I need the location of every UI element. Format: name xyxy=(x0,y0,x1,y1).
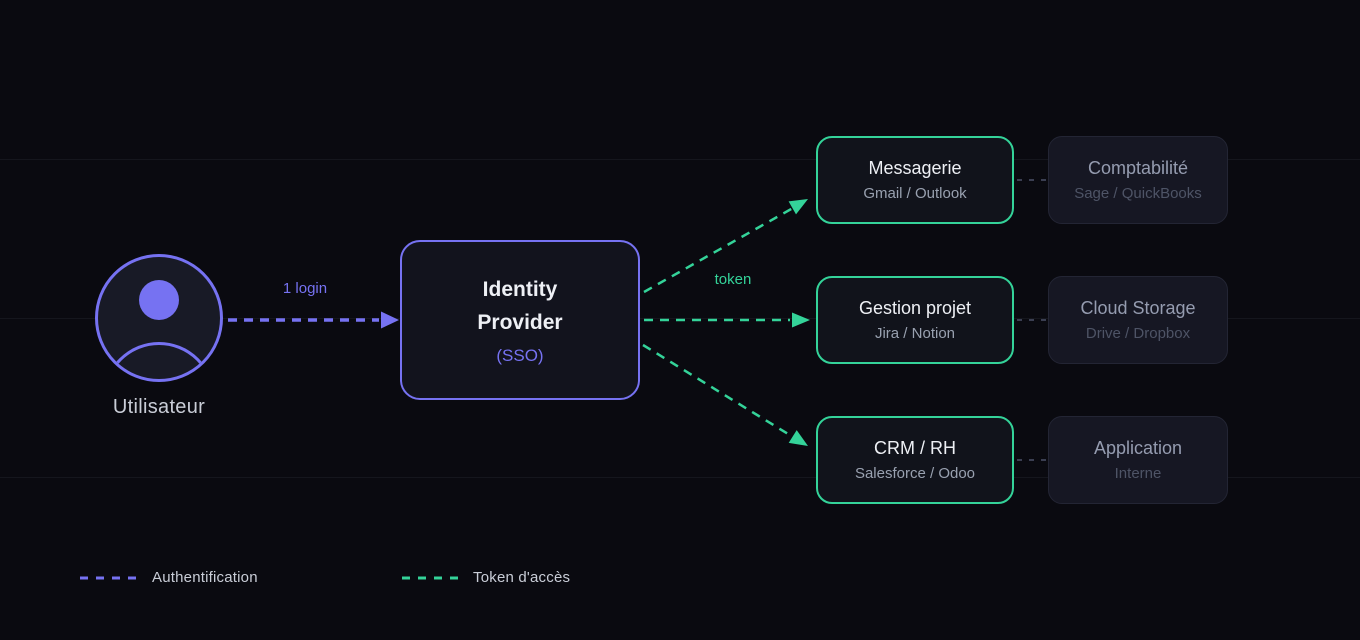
auth-arrowhead-icon xyxy=(381,311,399,329)
auth-arrow-label: 1 login xyxy=(282,280,328,297)
token-arrow-line-bottom xyxy=(642,343,794,439)
user-avatar xyxy=(95,254,223,382)
service-node-gestion-projet: Gestion projet Jira / Notion xyxy=(816,276,1014,364)
service-title: CRM / RH xyxy=(874,438,956,458)
secondary-node-cloud-storage: Cloud Storage Drive / Dropbox xyxy=(1048,276,1228,364)
identity-provider-node: Identity Provider (SSO) xyxy=(400,240,640,400)
service-node-messagerie: Messagerie Gmail / Outlook xyxy=(816,136,1014,224)
user-shoulders-icon xyxy=(103,342,215,379)
secondary-title: Comptabilité xyxy=(1087,158,1189,178)
user-head-icon xyxy=(139,280,179,320)
secondary-subtitle: Interne xyxy=(1114,465,1162,482)
service-subtitle: Salesforce / Odoo xyxy=(854,465,976,482)
service-node-crm-rh: CRM / RH Salesforce / Odoo xyxy=(816,416,1014,504)
secondary-title: Application xyxy=(1093,438,1183,458)
token-arrowhead-bottom-icon xyxy=(788,430,808,446)
grid-line xyxy=(0,318,1360,319)
token-arrowhead-top-icon xyxy=(788,199,808,215)
user-label: Utilisateur xyxy=(112,396,206,418)
legend-auth-label: Authentification xyxy=(152,569,258,586)
token-arrowhead-middle-icon xyxy=(792,312,810,328)
legend-token-label: Token d'accès xyxy=(473,569,571,586)
service-subtitle: Jira / Notion xyxy=(874,325,956,342)
secondary-subtitle: Sage / QuickBooks xyxy=(1074,185,1202,202)
identity-provider-subtitle: (SSO) xyxy=(496,346,544,366)
identity-provider-title: Identity Provider xyxy=(477,277,563,334)
token-arrow-label: token xyxy=(714,271,752,288)
secondary-subtitle: Drive / Dropbox xyxy=(1085,325,1191,342)
service-subtitle: Gmail / Outlook xyxy=(863,185,967,202)
secondary-node-comptabilite: Comptabilité Sage / QuickBooks xyxy=(1048,136,1228,224)
service-title: Gestion projet xyxy=(858,298,972,318)
secondary-node-application-interne: Application Interne xyxy=(1048,416,1228,504)
grid-line xyxy=(0,477,1360,478)
service-title: Messagerie xyxy=(868,158,962,178)
grid-line xyxy=(0,159,1360,160)
secondary-title: Cloud Storage xyxy=(1080,298,1196,318)
